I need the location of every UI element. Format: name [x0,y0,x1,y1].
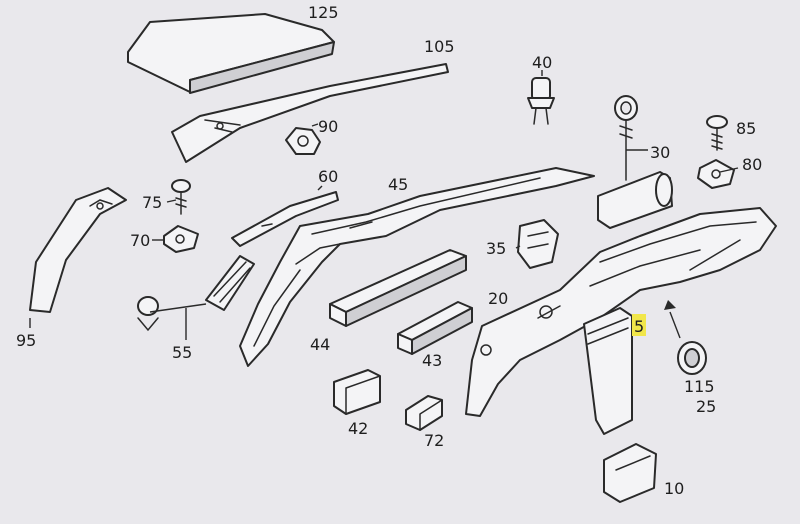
callout-44: 44 [310,335,330,354]
part-105-trim-strip[interactable] [171,63,449,163]
callout-20: 20 [488,289,508,308]
callout-85: 85 [736,119,756,138]
part-95-pillar-trim[interactable] [29,187,127,313]
part-5-duct[interactable] [583,307,633,435]
part-44-foam-block[interactable] [329,249,467,327]
callout-60: 60 [318,167,338,186]
callout-105: 105 [424,37,455,56]
direction-arrow [664,300,681,339]
part-75-screw[interactable] [171,179,191,215]
part-45-dash-frame[interactable] [239,167,595,367]
part-40-rivet[interactable] [527,77,555,125]
callout-5-highlight [632,314,646,336]
callout-90: 90 [318,117,338,136]
part-10-duct-end[interactable] [603,443,657,503]
part-90-nut[interactable] [285,127,321,155]
callout-25: 25 [696,397,716,416]
callout-72: 72 [424,431,444,450]
part-42-foam-block[interactable] [333,369,381,415]
part-85-screw[interactable] [706,115,728,151]
callout-labels: 125 105 40 90 85 30 80 75 60 45 70 35 95… [16,3,762,498]
callout-42: 42 [348,419,368,438]
callout-80: 80 [742,155,762,174]
callout-45: 45 [388,175,408,194]
callout-10: 10 [664,479,684,498]
part-70-clip-nut[interactable] [163,225,199,253]
part-20-carrier[interactable] [465,207,777,417]
callout-30: 30 [650,143,670,162]
callout-75: 75 [142,193,162,212]
callout-55: 55 [172,343,192,362]
callout-115: 115 [684,377,715,396]
leader-lines [29,70,739,328]
callout-125: 125 [308,3,339,22]
part-30-cylinder[interactable] [597,95,673,229]
callout-5: 5 [634,317,644,336]
part-115-grommet[interactable] [677,341,707,375]
callout-40: 40 [532,53,552,72]
callout-35: 35 [486,239,506,258]
callout-95: 95 [16,331,36,350]
callout-43: 43 [422,351,442,370]
part-60-bracket[interactable] [231,191,339,247]
part-72-foam-piece[interactable] [405,395,443,431]
part-125-dash-pad[interactable] [127,13,335,94]
part-43-foam-block[interactable] [397,301,473,355]
part-80-clip-nut[interactable] [697,159,735,189]
callout-70: 70 [130,231,150,250]
part-55-seal[interactable] [137,255,255,340]
part-35-bracket[interactable] [517,219,559,269]
